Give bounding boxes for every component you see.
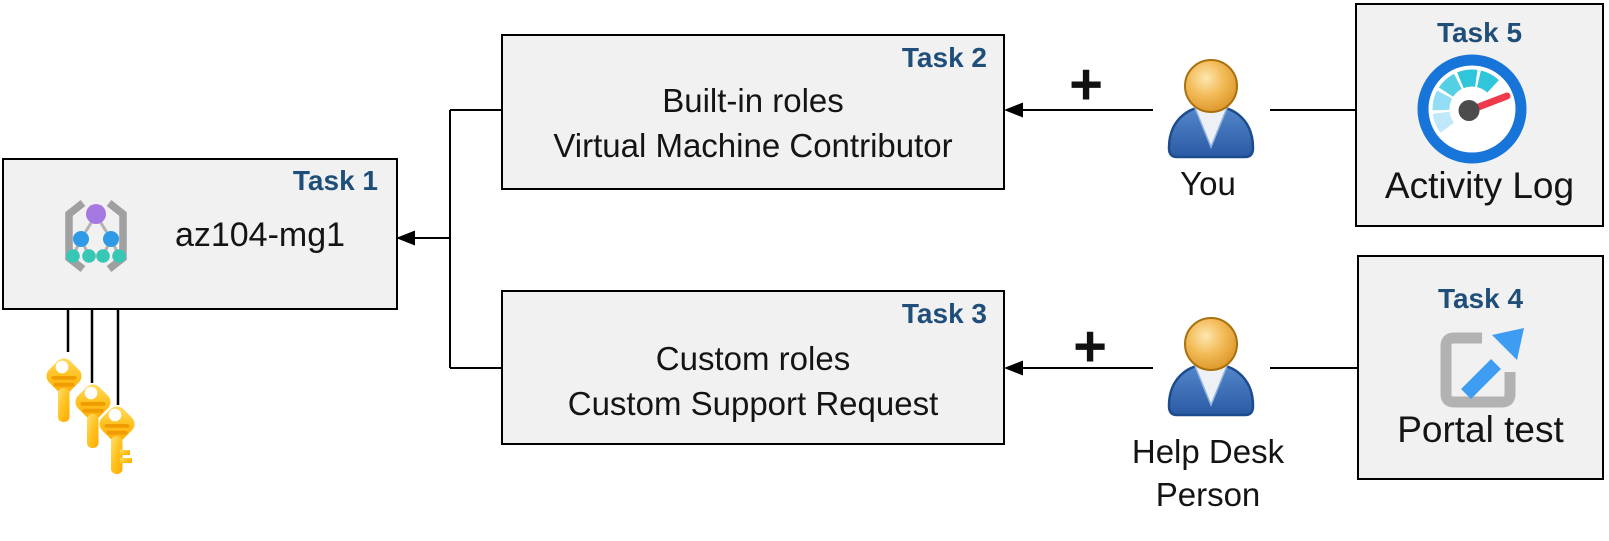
task5-caption: Activity Log [1384, 165, 1575, 206]
plus-sign-top: + [1069, 51, 1103, 117]
task3-line1: Custom roles [655, 340, 851, 377]
task2-box: Task 2 Built-in roles Virtual Machine Co… [501, 34, 1005, 190]
person-icon [1167, 317, 1255, 417]
task2-line1: Built-in roles [662, 82, 844, 119]
task5-box: Task 5 Activity Log [1355, 3, 1604, 227]
task1-name: az104-mg1 [174, 216, 346, 254]
help-desk-label: Help Desk Person [1108, 430, 1308, 516]
arrowhead-task2 [1004, 102, 1023, 118]
task3-line2: Custom Support Request [567, 385, 939, 422]
person-icon [1167, 59, 1255, 159]
gauge-icon [1417, 54, 1527, 164]
actor-help-desk [1165, 317, 1257, 424]
key-icon [75, 384, 111, 448]
task2-label: Task 2 [901, 42, 987, 73]
actor-you [1165, 59, 1257, 166]
task3-label: Task 3 [901, 298, 987, 329]
three-keys-icon [46, 358, 135, 474]
plus-sign-bottom: + [1073, 313, 1107, 379]
task4-caption: Portal test [1397, 409, 1564, 450]
task1-label: Task 1 [292, 165, 378, 196]
management-group-icon [65, 200, 127, 272]
task4-box: Task 4 Portal test [1357, 255, 1604, 480]
task3-box: Task 3 Custom roles Custom Support Reque… [501, 290, 1005, 445]
bracket-connector [410, 109, 501, 369]
you-label: You [1180, 165, 1236, 202]
arrowhead-task3 [1004, 360, 1023, 376]
key-icon [46, 358, 82, 422]
task5-label: Task 5 [1436, 17, 1523, 48]
key-icon [99, 406, 135, 474]
help-desk-label-line2: Person [1155, 476, 1261, 513]
arrowhead-to-task1 [396, 230, 415, 246]
task1-box: Task 1 az104-mg1 [2, 158, 398, 310]
task4-label: Task 4 [1437, 283, 1524, 314]
external-link-icon [1440, 328, 1524, 408]
help-desk-label-line1: Help Desk [1131, 433, 1285, 470]
task2-line2: Virtual Machine Contributor [553, 127, 953, 164]
